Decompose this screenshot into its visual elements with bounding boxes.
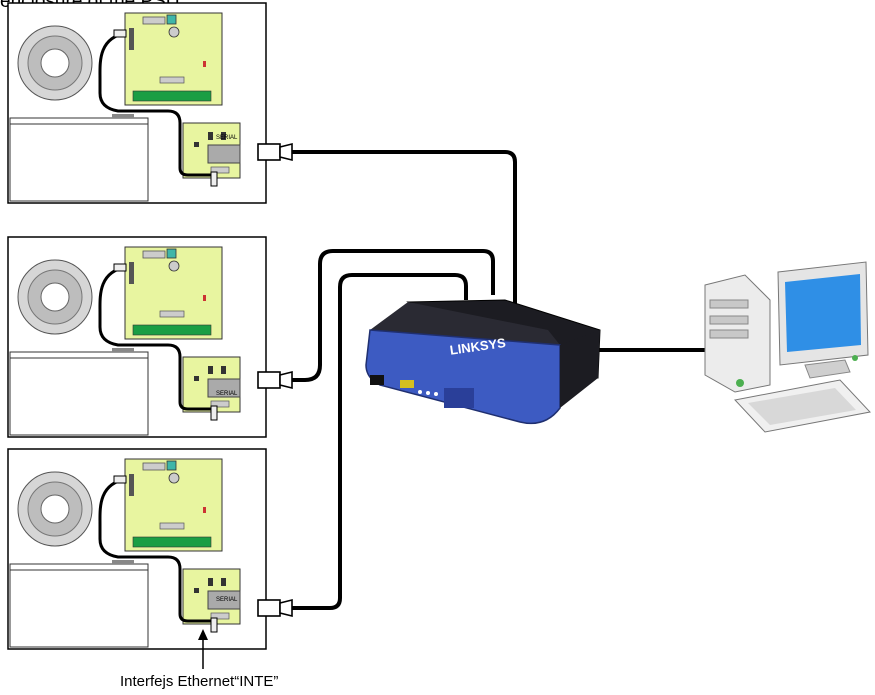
router-icon: LINKSYS <box>365 299 601 425</box>
desktop-computer-icon <box>704 261 871 433</box>
psu-unit-2: SERIAL <box>6 235 268 439</box>
psu-unit-1: SERIAL <box>6 1 268 205</box>
serial-label-3: SERIAL <box>216 597 238 603</box>
caption-arrow <box>198 629 208 669</box>
serial-label-1: SERIAL <box>216 135 238 141</box>
psu-unit-3: SERIAL <box>6 447 268 651</box>
serial-label-2: SERIAL <box>216 391 238 397</box>
ethernet-cables <box>292 150 705 610</box>
rj45-plug-3-icon <box>257 599 293 617</box>
rj45-plug-2-icon <box>257 371 293 389</box>
rj45-plug-1-icon <box>257 143 293 161</box>
module-caption: Interfejs Ethernet“INTE” <box>120 673 279 690</box>
